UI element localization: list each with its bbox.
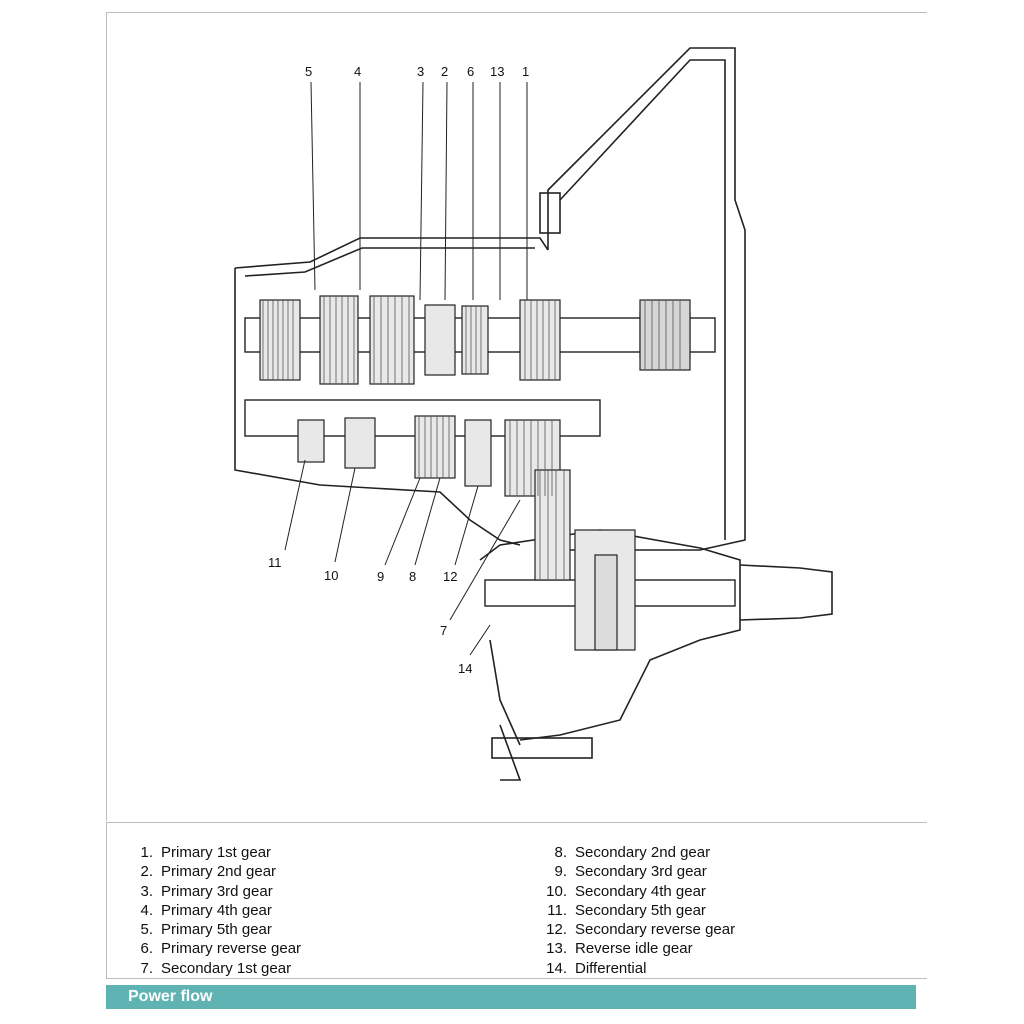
- callout-7: 7: [440, 623, 447, 638]
- legend-number: 9.: [554, 863, 567, 881]
- legend-item: 7. Secondary 1st gear: [123, 959, 301, 978]
- legend-item: 13. Reverse idle gear: [537, 939, 735, 958]
- legend-item: 4. Primary 4th gear: [123, 901, 301, 920]
- parts-legend: 1. Primary 1st gear 2. Primary 2nd gear 3.…: [106, 822, 927, 979]
- callout-2: 2: [441, 64, 448, 79]
- callout-13: 13: [490, 64, 504, 79]
- legend-number: 10.: [546, 882, 567, 900]
- legend-number: 8.: [554, 844, 567, 861]
- legend-number: 13.: [546, 940, 567, 958]
- callout-10: 10: [324, 568, 338, 583]
- legend-label: Primary 4th gear: [161, 901, 272, 919]
- callout-6: 6: [467, 64, 474, 79]
- legend-item: 2. Primary 2nd gear: [123, 862, 301, 881]
- legend-number: 1.: [140, 844, 153, 861]
- legend-number: 11.: [547, 901, 567, 919]
- legend-label: Primary 5th gear: [161, 921, 272, 939]
- legend-number: 3.: [140, 882, 153, 900]
- legend-label: Reverse idle gear: [575, 940, 693, 958]
- legend-number: 2.: [140, 863, 153, 881]
- section-banner: Power flow: [106, 985, 916, 1009]
- legend-item: 3. Primary 3rd gear: [123, 882, 301, 901]
- legend-column-right: 8. Secondary 2nd gear 9. Secondary 3rd gea…: [537, 843, 735, 978]
- legend-label: Secondary reverse gear: [575, 921, 736, 939]
- legend-number: 4.: [140, 901, 153, 919]
- legend-item: 6. Primary reverse gear: [123, 939, 301, 958]
- callout-14: 14: [458, 661, 472, 676]
- callout-12: 12: [443, 569, 457, 584]
- legend-number: 12.: [546, 921, 567, 939]
- legend-number: 14.: [546, 959, 567, 977]
- gear-teeth: [262, 296, 681, 580]
- legend-label: Primary 3rd gear: [161, 882, 273, 900]
- gear-set: [259, 295, 691, 651]
- legend-number: 6.: [140, 940, 153, 958]
- callout-1: 1: [522, 64, 529, 79]
- callout-5: 5: [305, 64, 312, 79]
- legend-label: Primary 2nd gear: [161, 863, 277, 881]
- legend-number: 7.: [140, 959, 153, 977]
- legend-label: Primary reverse gear: [161, 940, 302, 958]
- transaxle-housing: [234, 47, 833, 781]
- callout-11: 11: [268, 555, 282, 570]
- legend-label: Secondary 3rd gear: [575, 863, 707, 881]
- transmission-cutaway-diagram: 5 4 3 2 6 13 1 11 10 9 8 12 7 14: [234, 47, 833, 781]
- legend-number: 5.: [140, 921, 153, 939]
- legend-label: Secondary 2nd gear: [575, 844, 711, 861]
- callout-9: 9: [377, 569, 384, 584]
- legend-item: 14. Differential: [537, 959, 735, 978]
- legend-item: 12. Secondary reverse gear: [537, 920, 735, 939]
- callout-8: 8: [409, 569, 416, 584]
- legend-item: 10. Secondary 4th gear: [537, 882, 735, 901]
- legend-label: Secondary 1st gear: [161, 959, 292, 977]
- leader-lines: [284, 81, 528, 656]
- legend-item: 9. Secondary 3rd gear: [537, 862, 735, 881]
- callout-4: 4: [354, 64, 361, 79]
- diagram-frame: [106, 12, 927, 821]
- banner-title: Power flow: [128, 988, 213, 1005]
- legend-label: Primary 1st gear: [161, 844, 272, 861]
- legend-item: 1. Primary 1st gear: [123, 843, 301, 862]
- legend-item: 11. Secondary 5th gear: [537, 901, 735, 920]
- legend-label: Differential: [575, 959, 647, 977]
- legend-item: 5. Primary 5th gear: [123, 920, 301, 939]
- legend-label: Secondary 4th gear: [575, 882, 706, 900]
- legend-column-left: 1. Primary 1st gear 2. Primary 2nd gear 3.…: [123, 843, 301, 978]
- legend-label: Secondary 5th gear: [575, 901, 706, 919]
- callout-3: 3: [417, 64, 424, 79]
- callout-labels: 5 4 3 2 6 13 1 11 10 9 8 12 7 14: [268, 64, 529, 676]
- legend-item: 8. Secondary 2nd gear: [537, 843, 735, 862]
